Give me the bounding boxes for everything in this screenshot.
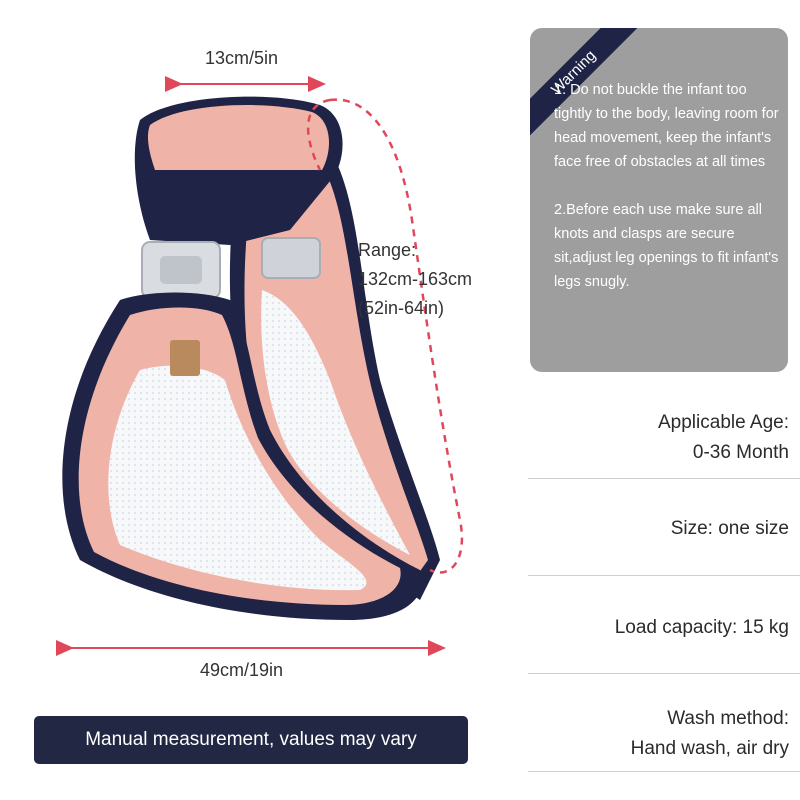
divider (528, 673, 800, 674)
divider (528, 478, 800, 479)
spec-age-value: 0-36 Month (692, 442, 789, 463)
spec-load-text: Load capacity: 15 kg (614, 617, 789, 638)
buckle-back (261, 237, 321, 279)
divider (528, 575, 800, 576)
warning-item-2: 2.Before each use make sure all knots an… (554, 202, 779, 290)
baby-sling-illustration (56, 76, 464, 656)
range-in: (52in-64in) (358, 298, 445, 318)
spec-wash-label: Wash method: (667, 708, 789, 729)
spec-age-label: Applicable Age: (658, 412, 789, 433)
divider (528, 771, 800, 772)
buckle-front (141, 241, 221, 299)
warning-text: 1. Do not buckle the infant too tightly … (554, 78, 786, 318)
spec-size: Size: one size (671, 514, 789, 544)
range-loop-dashed (329, 98, 464, 574)
spec-age: Applicable Age: 0-36 Month (658, 408, 789, 468)
warning-card: Warning 1. Do not buckle the infant too … (530, 28, 788, 372)
spec-wash-value: Hand wash, air dry (630, 738, 789, 759)
bottom-width-label: 49cm/19in (200, 660, 284, 680)
range-label: Range: 132cm-163cm (52in-64in) (358, 236, 472, 323)
brand-label (170, 340, 200, 376)
spec-wash: Wash method: Hand wash, air dry (631, 704, 789, 764)
spec-size-text: Size: one size (670, 518, 789, 539)
top-width-label: 13cm/5in (205, 48, 279, 68)
range-title: Range: (358, 240, 417, 260)
manual-measurement-banner: Manual measurement, values may vary (34, 716, 468, 764)
range-cm: 132cm-163cm (358, 269, 473, 289)
spec-load: Load capacity: 15 kg (615, 613, 789, 643)
warning-item-1: 1. Do not buckle the infant too tightly … (554, 82, 779, 170)
